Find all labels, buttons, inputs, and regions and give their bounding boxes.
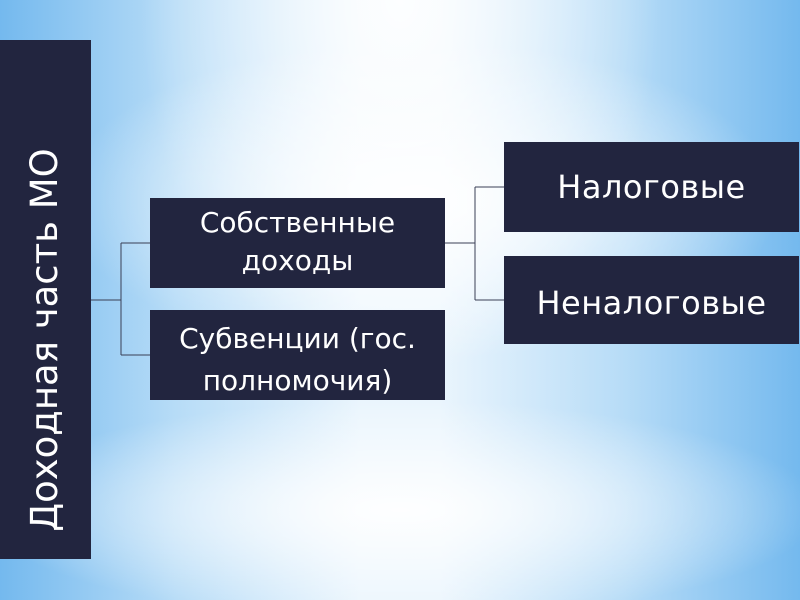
root-label: Доходная часть МО — [23, 148, 66, 532]
node-nenalogovye: Неналоговые — [504, 256, 799, 344]
node-label: Неналоговые — [536, 284, 767, 322]
node-label: Субвенции (гос. полномочия) — [179, 322, 416, 397]
node-label: Собственные доходы — [199, 206, 396, 277]
node-label: Налоговые — [557, 168, 746, 206]
root-node: Доходная часть МО — [0, 40, 91, 559]
node-sobstvennye-dohody: Собственные доходы — [150, 198, 445, 288]
node-subventsii: Субвенции (гос. полномочия) — [150, 310, 445, 400]
node-nalogovye: Налоговые — [504, 142, 799, 232]
